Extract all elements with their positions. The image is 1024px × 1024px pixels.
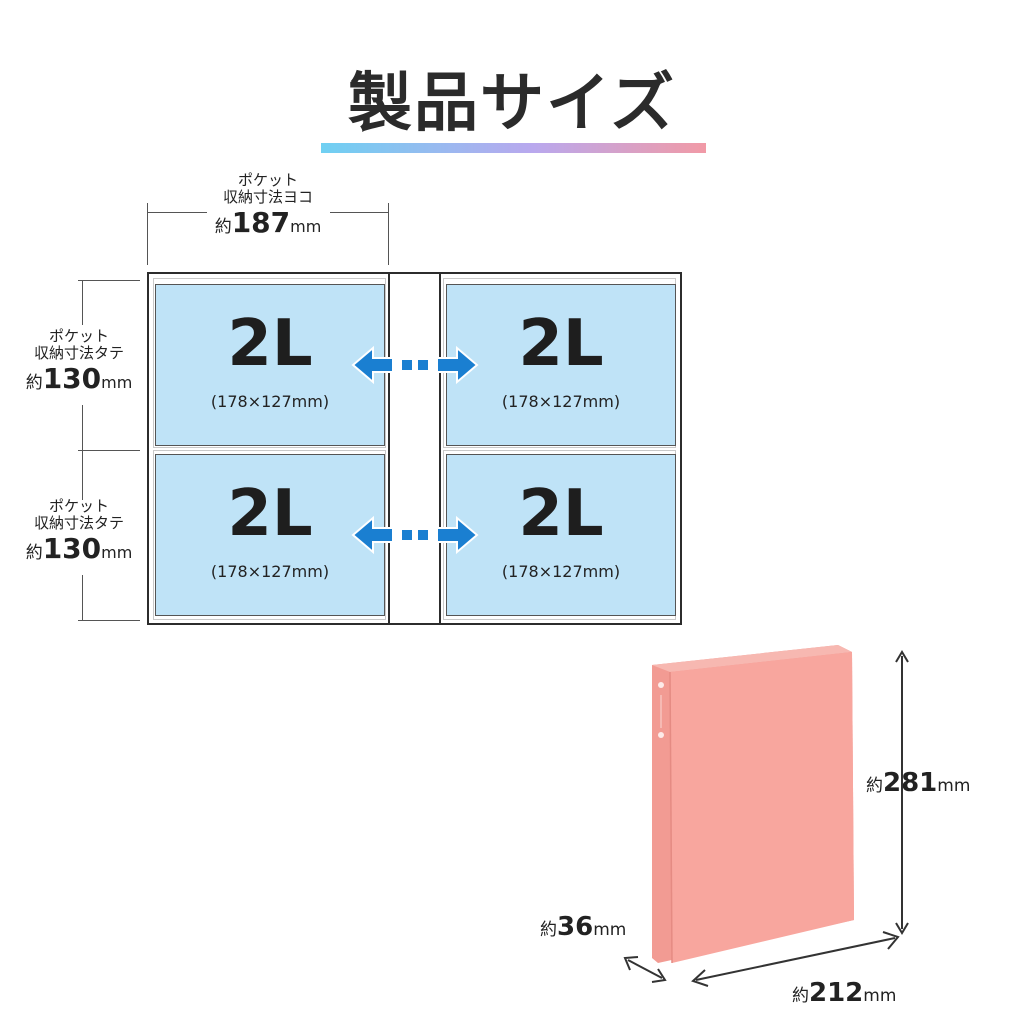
pocket-height-bottom-value: 約130mm bbox=[25, 531, 133, 565]
photo-dims: (178×127mm) bbox=[210, 392, 330, 411]
pocket-height-top-line1: ポケット bbox=[48, 327, 109, 345]
depth-arrow-icon bbox=[623, 956, 667, 983]
pocket-width-value: 約187mm bbox=[214, 205, 322, 239]
double-arrow-icon bbox=[351, 515, 479, 555]
dimension-line bbox=[78, 450, 140, 451]
dimension-line bbox=[82, 575, 83, 620]
album-spine bbox=[388, 274, 441, 623]
dimension-line bbox=[78, 620, 140, 621]
binder-image bbox=[652, 645, 854, 964]
height-arrow-icon bbox=[895, 650, 909, 935]
pocket-height-bottom-line2: 収納寸法タテ bbox=[33, 514, 124, 533]
double-arrow-icon bbox=[351, 345, 479, 385]
dimension-line bbox=[330, 212, 388, 213]
binder-height-label: 約281mm bbox=[866, 768, 971, 798]
pocket-height-top-label: ポケット 収納寸法タテ 約130mm bbox=[14, 327, 144, 395]
photo-slot: 2L (178×127mm) bbox=[446, 284, 676, 446]
album-spread: 2L (178×127mm) 2L (178×127mm) 2L (178×12… bbox=[147, 272, 682, 625]
pocket-width-label: ポケット 収納寸法ヨコ 約187mm bbox=[188, 171, 348, 239]
dimension-line bbox=[147, 212, 207, 213]
photo-dims: (178×127mm) bbox=[501, 392, 621, 411]
photo-size: 2L bbox=[518, 307, 604, 381]
dimension-line bbox=[82, 280, 83, 325]
photo-slot: 2L (178×127mm) bbox=[155, 454, 385, 616]
photo-dims: (178×127mm) bbox=[210, 562, 330, 581]
photo-slot: 2L (178×127mm) bbox=[155, 284, 385, 446]
pocket-height-top-line2: 収納寸法タテ bbox=[33, 344, 124, 363]
pocket-height-bottom-line1: ポケット bbox=[48, 497, 109, 515]
photo-size: 2L bbox=[518, 477, 604, 551]
binder-depth-label: 約36mm bbox=[540, 912, 627, 942]
width-arrow-icon bbox=[691, 931, 900, 987]
page-title: 製品サイズ bbox=[347, 67, 677, 141]
pocket-height-bottom-label: ポケット 収納寸法タテ 約130mm bbox=[14, 497, 144, 565]
pocket-width-line2: 収納寸法ヨコ bbox=[222, 188, 313, 207]
photo-dims: (178×127mm) bbox=[501, 562, 621, 581]
dimension-line bbox=[388, 203, 389, 265]
photo-size: 2L bbox=[227, 307, 313, 381]
pocket-width-line1: ポケット bbox=[237, 171, 298, 189]
photo-size: 2L bbox=[227, 477, 313, 551]
dimension-line bbox=[78, 280, 140, 281]
pocket-height-top-value: 約130mm bbox=[25, 361, 133, 395]
title-underline bbox=[321, 143, 706, 153]
photo-slot: 2L (178×127mm) bbox=[446, 454, 676, 616]
binder-width-label: 約212mm bbox=[792, 978, 897, 1008]
dimension-line bbox=[147, 203, 148, 265]
dimension-line bbox=[82, 405, 83, 500]
